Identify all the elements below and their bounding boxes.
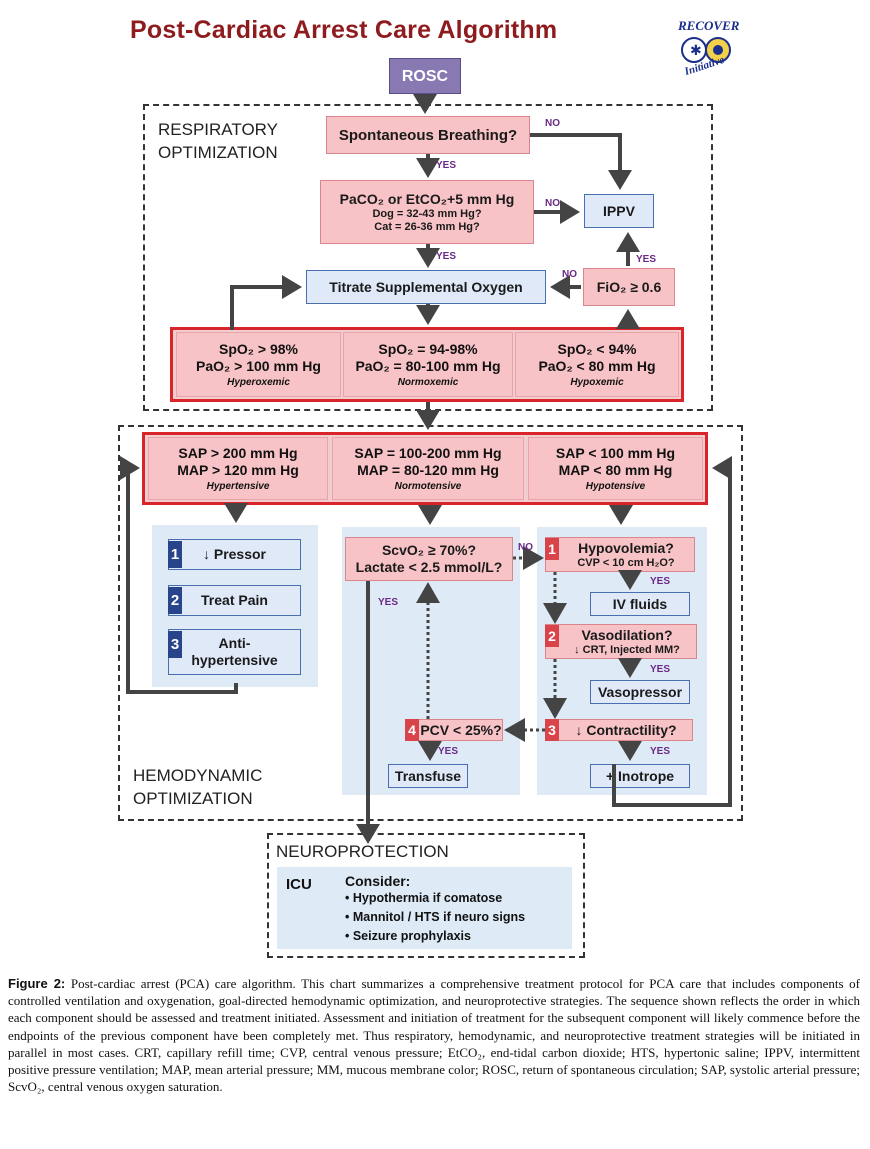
- caption-text: Post-cardiac arrest (PCA) care algorithm…: [8, 976, 860, 1095]
- neuro-item: • Seizure prophylaxis: [345, 929, 471, 943]
- no-label: NO: [545, 118, 560, 129]
- svg-text:✱: ✱: [690, 43, 702, 59]
- iv-fluids-box: IV fluids: [590, 592, 690, 616]
- consider-label: Consider:: [345, 873, 411, 889]
- logo-top-text: RECOVER: [678, 18, 740, 33]
- no-label: NO: [545, 198, 560, 209]
- rosc-box: ROSC: [389, 58, 461, 94]
- contractility-box: ↓ Contractility?: [545, 719, 693, 741]
- yes-label: YES: [650, 664, 671, 675]
- neuro-item: • Hypothermia if comatose: [345, 891, 503, 905]
- spontaneous-breathing-box: Spontaneous Breathing?: [326, 116, 530, 154]
- recover-logo: ✱ RECOVER Initiative: [668, 18, 746, 78]
- vasopressor-box: Vasopressor: [590, 680, 690, 704]
- hypo-step-3-badge: 3: [545, 719, 559, 741]
- no-label: NO: [562, 269, 577, 280]
- yes-label: YES: [436, 251, 457, 262]
- neuro-item: • Mannitol / HTS if neuro signs: [345, 910, 526, 924]
- flow-arrows: [120, 94, 732, 844]
- hypovolemia-box: Hypovolemia?CVP < 10 cm H₂O?: [545, 537, 695, 572]
- titrate-oxygen-box: Titrate Supplemental Oxygen: [306, 270, 546, 304]
- scvo2-box: ScvO₂ ≥ 70%?Lactate < 2.5 mmol/L?: [345, 537, 513, 581]
- caption-heading: Figure 2:: [8, 976, 66, 991]
- pressor-box: ↓ Pressor: [168, 539, 301, 570]
- hypo-step-1-badge: 1: [545, 538, 559, 560]
- yes-label: YES: [650, 576, 671, 587]
- page-title: Post-Cardiac Arrest Care Algorithm: [130, 16, 558, 44]
- no-label: NO: [518, 542, 533, 553]
- neuro-section: [267, 833, 585, 958]
- fio2-box: FiO₂ ≥ 0.6: [583, 268, 675, 306]
- figure-caption: Figure 2: Post-cardiac arrest (PCA) care…: [8, 975, 860, 1095]
- yes-label: YES: [650, 746, 671, 757]
- yes-label: YES: [636, 254, 657, 265]
- yes-label: YES: [436, 160, 457, 171]
- neuro-label: NEUROPROTECTION: [276, 842, 449, 861]
- hypo-step-2-badge: 2: [545, 625, 559, 647]
- inotrope-box: + Inotrope: [590, 764, 690, 788]
- antihypertensive-box: Anti-hypertensive: [168, 629, 301, 675]
- icu-label: ICU: [286, 876, 312, 893]
- step-4-badge: 4: [405, 719, 419, 741]
- ippv-box: IPPV: [584, 194, 654, 228]
- step-3-badge: 3: [168, 631, 182, 658]
- transfuse-box: Transfuse: [388, 764, 468, 788]
- step-2-badge: 2: [168, 587, 182, 614]
- yes-label: YES: [378, 597, 399, 608]
- pcv-box: PCV < 25%?: [405, 719, 503, 741]
- paco2-box: PaCO₂ or EtCO₂+5 mm Hg Dog = 32-43 mm Hg…: [320, 180, 534, 244]
- neuro-panel: [277, 867, 572, 949]
- yes-label: YES: [438, 746, 459, 757]
- step-1-badge: 1: [168, 541, 182, 568]
